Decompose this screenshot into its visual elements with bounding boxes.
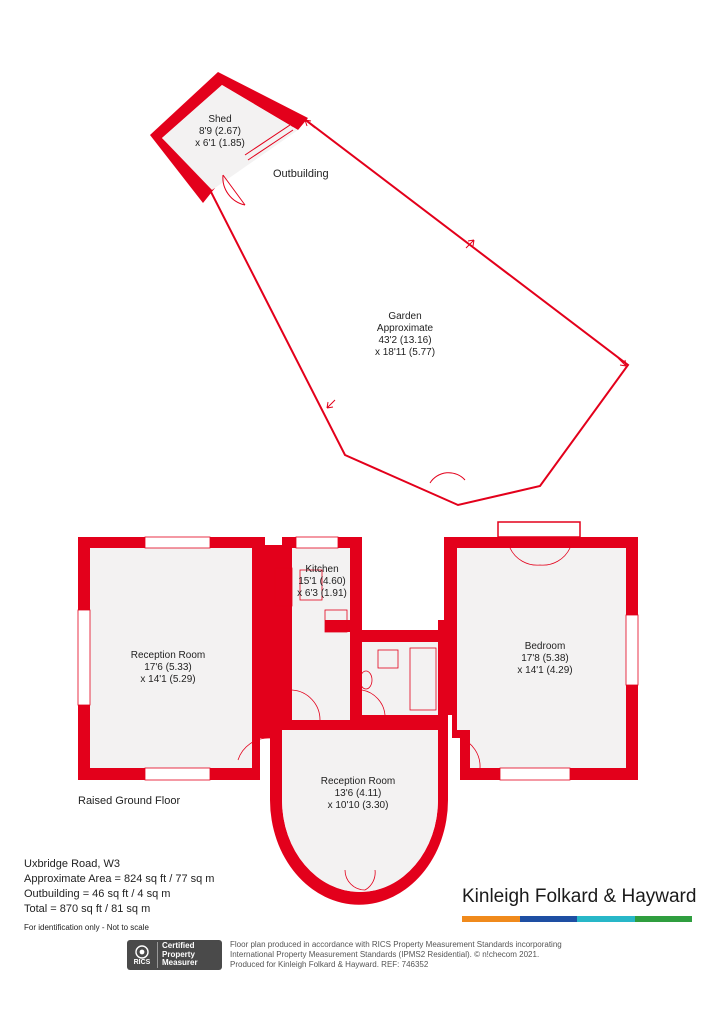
shed-dim2: x 6'1 (1.85) xyxy=(195,138,245,149)
outbuilding-label: Outbuilding xyxy=(273,168,329,180)
scale-note: For identification only - Not to scale xyxy=(24,923,149,932)
bedroom-dim2: x 14'1 (4.29) xyxy=(517,665,572,676)
garden-dim1: 43'2 (13.16) xyxy=(378,335,431,346)
shed-walls xyxy=(150,72,308,203)
reception2-dim1: 13'6 (4.11) xyxy=(335,788,382,799)
stripe-blue xyxy=(519,916,577,922)
total-area: Total = 870 sq ft / 81 sq m xyxy=(24,903,151,915)
property-info: Uxbridge Road, W3 Approximate Area = 824… xyxy=(24,857,214,935)
shed-dim1: 8'9 (2.67) xyxy=(199,126,241,137)
reception2-dim2: x 10'10 (3.30) xyxy=(328,800,389,811)
rics-badge: RICS Certified Property Measurer xyxy=(127,940,222,970)
agent-logo-text: Kinleigh Folkard & Hayward xyxy=(462,886,697,907)
shed-floor xyxy=(162,85,298,190)
outbuilding-area: Outbuilding = 46 sq ft / 4 sq m xyxy=(24,888,171,900)
floor-label: Raised Ground Floor xyxy=(78,795,180,807)
reception1-name: Reception Room xyxy=(131,650,205,661)
rics-logo-icon: RICS xyxy=(127,940,157,970)
credit-line2: International Property Measurement Stand… xyxy=(230,950,540,959)
stripe-green xyxy=(634,916,692,922)
approx-area: Approximate Area = 824 sq ft / 77 sq m xyxy=(24,873,215,885)
kitchen-floor xyxy=(292,548,350,720)
credit-line1: Floor plan produced in accordance with R… xyxy=(230,940,562,949)
plan-credit: Floor plan produced in accordance with R… xyxy=(230,940,562,970)
shed-name: Shed xyxy=(208,114,231,125)
stripe-cyan xyxy=(577,916,635,922)
bedroom-floor xyxy=(457,548,626,768)
kitchen-name: Kitchen xyxy=(305,564,338,575)
kitchen-dim2: x 6'3 (1.91) xyxy=(297,588,347,599)
agent-logo-stripes xyxy=(462,916,692,922)
garden-name: Garden xyxy=(388,311,421,322)
rics-line2: Property xyxy=(162,949,195,959)
address: Uxbridge Road, W3 xyxy=(24,858,120,870)
stripe-orange xyxy=(462,916,520,922)
rics-line3: Measurer xyxy=(162,958,198,968)
reception1-dim1: 17'6 (5.33) xyxy=(144,662,192,673)
bedroom-name: Bedroom xyxy=(525,641,566,652)
rics-org: RICS xyxy=(133,958,151,966)
bedroom-dim1: 17'8 (5.38) xyxy=(521,653,569,664)
reception2-floor xyxy=(282,730,438,892)
main-walls xyxy=(78,537,638,905)
garden-dim2: x 18'11 (5.77) xyxy=(375,347,435,358)
reception1-floor xyxy=(90,548,252,768)
bathroom-floor xyxy=(362,642,438,715)
credit-line3: Produced for Kinleigh Folkard & Hayward.… xyxy=(230,960,429,969)
reception1-dim2: x 14'1 (5.29) xyxy=(140,674,195,685)
rics-line1: Certified xyxy=(162,941,195,951)
kitchen-dim1: 15'1 (4.60) xyxy=(298,576,346,587)
reception2-name: Reception Room xyxy=(321,776,395,787)
garden-sub: Approximate xyxy=(377,323,434,334)
rics-text: Certified Property Measurer xyxy=(157,942,198,968)
